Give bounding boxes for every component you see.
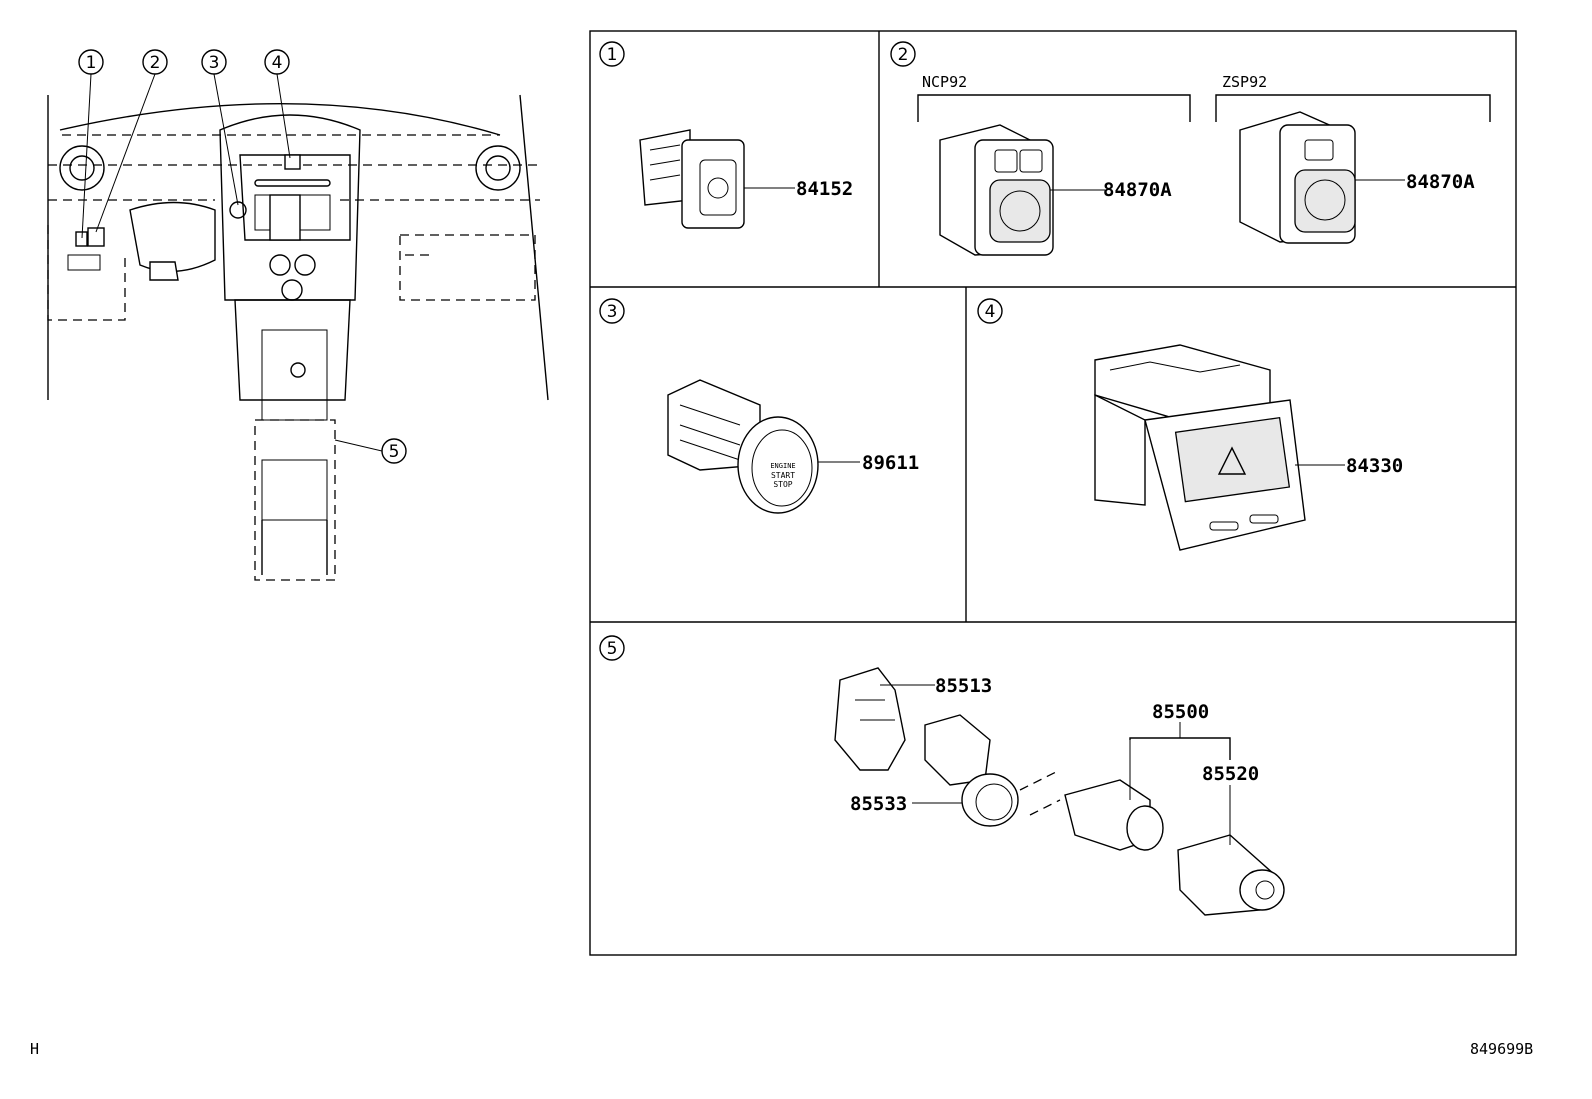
switch-84152-drawing — [639, 129, 795, 229]
button-text-engine: ENGINE — [770, 462, 795, 470]
part-84870a-zsp92: 84870A — [1406, 171, 1475, 193]
callout-1: 1 — [86, 53, 97, 73]
callout-2: 2 — [150, 53, 161, 73]
callout-3: 3 — [209, 53, 220, 73]
part-84152: 84152 — [796, 178, 853, 200]
panel-5-number: 5 — [607, 639, 618, 659]
footer-diagram-id: 849699B — [1470, 1040, 1534, 1058]
part-85533: 85533 — [850, 793, 907, 815]
panel-3-number: 3 — [607, 302, 618, 322]
part-84870a-ncp92: 84870A — [1103, 179, 1172, 201]
socket-parts-drawing — [834, 667, 1285, 916]
panel-4-number: 4 — [985, 302, 996, 322]
part-84330: 84330 — [1346, 455, 1403, 477]
callout-labels: 1 2 3 4 5 — [86, 53, 400, 462]
mirror-switch-ncp92-drawing — [939, 124, 1105, 256]
button-text-stop: STOP — [773, 480, 792, 489]
part-89611: 89611 — [862, 452, 919, 474]
callout-5: 5 — [389, 442, 400, 462]
part-85500: 85500 — [1152, 701, 1209, 723]
panel-2-number: 2 — [898, 45, 909, 65]
variant-zsp92: ZSP92 — [1222, 73, 1267, 91]
hazard-switch-drawing — [1094, 344, 1345, 551]
callout-4: 4 — [272, 53, 283, 73]
part-85520: 85520 — [1202, 763, 1259, 785]
footer-left-code: H — [30, 1040, 40, 1058]
engine-start-button-drawing — [667, 379, 860, 514]
part-85513: 85513 — [935, 675, 992, 697]
dashboard-overview — [47, 49, 549, 581]
panel-grid — [589, 30, 1517, 956]
button-text-start: START — [771, 471, 795, 480]
mirror-switch-zsp92-drawing — [1239, 111, 1405, 244]
panel-1-number: 1 — [607, 45, 618, 65]
variant-ncp92: NCP92 — [922, 73, 967, 91]
